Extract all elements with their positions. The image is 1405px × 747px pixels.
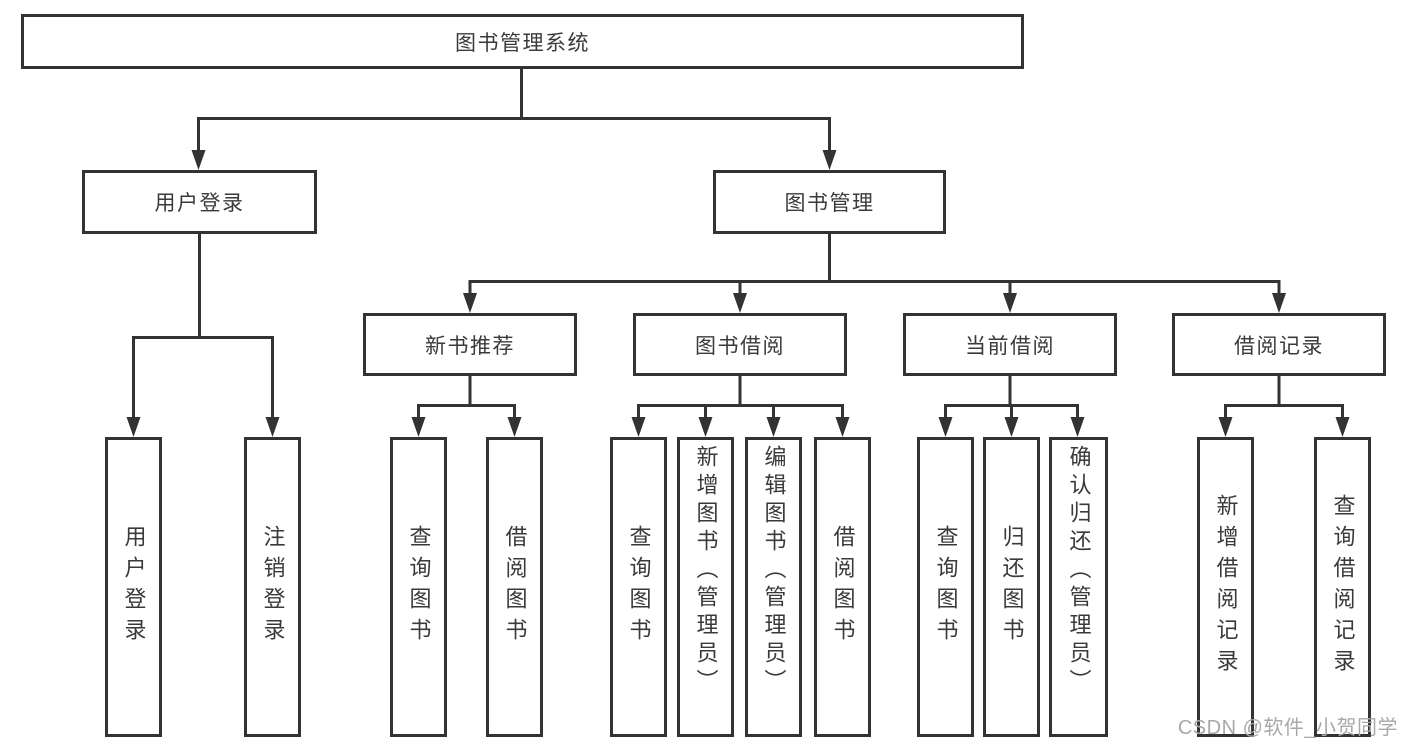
leaf-query-books-recommend: 查询图书 bbox=[390, 437, 447, 737]
node-book-management: 图书管理 bbox=[713, 170, 946, 234]
leaf-add-borrow-record: 新增借阅记录 bbox=[1197, 437, 1254, 737]
edge-user-login-children bbox=[126, 234, 280, 437]
node-new-book-recommend: 新书推荐 bbox=[363, 313, 577, 376]
leaf-user-login: 用户登录 bbox=[105, 437, 162, 737]
node-borrow-records: 借阅记录 bbox=[1172, 313, 1386, 376]
node-book-borrow: 图书借阅 bbox=[633, 313, 847, 376]
leaf-query-books-borrow: 查询图书 bbox=[610, 437, 667, 737]
edge-borrow-records-children bbox=[1218, 376, 1350, 437]
node-current-borrow: 当前借阅 bbox=[903, 313, 1117, 376]
leaf-return-books: 归还图书 bbox=[983, 437, 1040, 737]
leaf-query-borrow-record: 查询借阅记录 bbox=[1314, 437, 1371, 737]
edge-new-book-recommend-children bbox=[411, 376, 522, 437]
leaf-logout-login: 注销登录 bbox=[244, 437, 301, 737]
leaf-edit-books-admin: 编辑图书（管理员） bbox=[745, 437, 802, 737]
leaf-add-books-admin: 新增图书（管理员） bbox=[677, 437, 734, 737]
leaf-borrow-books-recommend: 借阅图书 bbox=[486, 437, 543, 737]
leaf-confirm-return-admin: 确认归还（管理员） bbox=[1049, 437, 1108, 737]
node-root-library-management-system: 图书管理系统 bbox=[21, 14, 1024, 69]
leaf-borrow-books-borrow: 借阅图书 bbox=[814, 437, 871, 737]
leaf-query-books-current: 查询图书 bbox=[917, 437, 974, 737]
csdn-watermark: CSDN @软件_小贺同学 bbox=[1177, 717, 1398, 739]
node-user-login: 用户登录 bbox=[82, 170, 317, 234]
edge-book-borrow-children bbox=[631, 376, 850, 437]
edge-book-management-children bbox=[463, 234, 1286, 313]
edge-root-to-level2 bbox=[191, 69, 837, 170]
edge-current-borrow-children bbox=[938, 376, 1085, 437]
